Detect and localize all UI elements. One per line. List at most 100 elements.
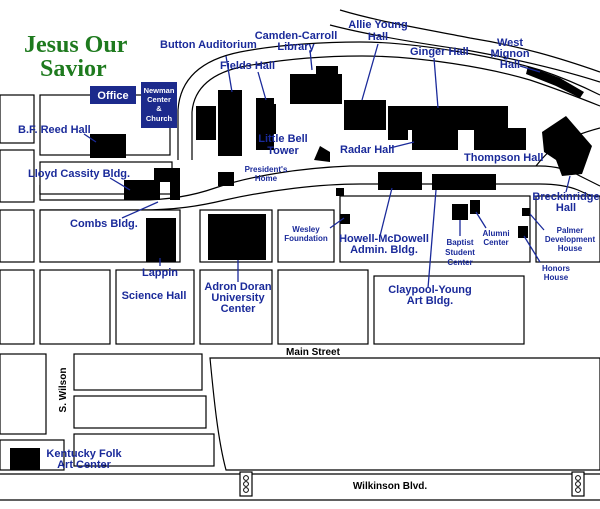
block-palmer xyxy=(535,195,600,263)
block-south-3 xyxy=(73,433,215,467)
lappin-building xyxy=(146,232,176,262)
honors-building xyxy=(518,226,528,238)
office-label: Office xyxy=(97,90,128,102)
adron-doran-building xyxy=(208,214,266,260)
baptist-building xyxy=(452,204,468,220)
label-adron-doran-1[interactable]: Adron Doran xyxy=(204,281,272,293)
label-radar-hall[interactable]: Radar Hall xyxy=(340,144,394,156)
label-claypool-young-2[interactable]: Art Bldg. xyxy=(407,295,453,307)
label-fields-hall[interactable]: Fields Hall xyxy=(220,60,275,72)
label-baptist-1[interactable]: Baptist xyxy=(446,238,473,247)
north-outer-road xyxy=(177,41,600,160)
camden-carroll-wing xyxy=(316,66,338,80)
block-reed-west xyxy=(0,94,35,144)
label-palmer-3[interactable]: House xyxy=(558,244,583,253)
label-button-auditorium[interactable]: Button Auditorium xyxy=(160,39,257,51)
block-south-big xyxy=(209,357,600,471)
block-south-2 xyxy=(73,395,207,429)
howell-mcdowell-building xyxy=(378,172,422,190)
ginger-hall-wing xyxy=(388,128,408,140)
label-honors-1[interactable]: Honors xyxy=(542,264,571,273)
fields-hall-wing xyxy=(264,104,276,134)
lloyd-cassity-building xyxy=(124,180,154,200)
block-mid xyxy=(277,269,369,345)
block-west xyxy=(39,269,111,345)
label-presidents-home-2[interactable]: Home xyxy=(255,174,278,183)
block-southwest xyxy=(0,353,47,435)
label-adron-doran-3[interactable]: Center xyxy=(221,303,257,315)
traffic-light-east xyxy=(571,471,585,497)
allie-young-building xyxy=(344,100,386,130)
office-marker[interactable]: Office xyxy=(90,86,136,104)
label-lloyd-cassity[interactable]: Lloyd Cassity Bldg. xyxy=(28,168,130,180)
map-title-line2: Savior xyxy=(40,56,107,82)
label-main-street: Main Street xyxy=(286,347,341,358)
label-alumni-1[interactable]: Alumni xyxy=(482,229,509,238)
wesley-building xyxy=(340,214,350,224)
kentucky-folk-building xyxy=(10,448,40,470)
claypool-young-building xyxy=(432,174,496,190)
label-west-mignon-3[interactable]: Hall xyxy=(500,59,520,71)
radar-hall-building xyxy=(412,130,458,150)
block-lloyd-west xyxy=(0,149,35,203)
label-claypool-young-1[interactable]: Claypool-Young xyxy=(388,284,472,296)
label-lappin-1[interactable]: Lappin xyxy=(142,267,178,279)
label-breckinridge-2[interactable]: Hall xyxy=(556,202,576,214)
block-wesley xyxy=(277,209,335,263)
newman-box xyxy=(141,82,177,128)
block-lappin xyxy=(115,269,195,345)
label-alumni-2[interactable]: Center xyxy=(483,238,508,247)
label-allie-young-2[interactable]: Hall xyxy=(368,31,388,43)
block-south-1 xyxy=(73,353,203,391)
label-combs[interactable]: Combs Bldg. xyxy=(70,218,138,230)
palmer-building xyxy=(522,208,530,216)
label-west-mignon-2[interactable]: Mignon xyxy=(490,48,529,60)
newman-center-marker[interactable]: Newman Center & Church xyxy=(141,82,177,128)
label-adron-doran-2[interactable]: University xyxy=(211,292,265,304)
label-palmer-1[interactable]: Palmer xyxy=(557,226,584,235)
label-camden-carroll-1[interactable]: Camden-Carroll xyxy=(255,30,338,42)
map-title-line1: Jesus Our xyxy=(24,32,128,58)
label-howell-mcdowell-1[interactable]: Howell-McDowell xyxy=(339,233,429,245)
northwest-road-inner xyxy=(329,24,600,83)
label-wilson: S. Wilson xyxy=(58,368,69,413)
label-west-mignon-1[interactable]: West xyxy=(497,37,523,49)
label-breckinridge-1[interactable]: Breckinridge xyxy=(532,191,599,203)
label-allie-young-1[interactable]: Allie Young xyxy=(348,19,408,31)
label-little-bell-2[interactable]: Tower xyxy=(267,145,299,157)
label-lappin-2[interactable]: Science Hall xyxy=(122,290,187,302)
label-kentucky-folk-1[interactable]: Kentucky Folk xyxy=(46,448,122,460)
label-kentucky-folk-2[interactable]: Art Center xyxy=(57,459,112,471)
label-baptist-3[interactable]: Center xyxy=(447,258,472,267)
campus-loop-road-inner xyxy=(40,183,600,211)
west-mignon-building xyxy=(526,66,584,98)
label-ginger-hall[interactable]: Ginger Hall xyxy=(410,46,469,58)
label-howell-mcdowell-2[interactable]: Admin. Bldg. xyxy=(350,244,418,256)
label-thompson-hall[interactable]: Thompson Hall xyxy=(464,152,543,164)
northwest-road xyxy=(339,9,600,73)
newman-line2: Center xyxy=(147,95,171,104)
block-far-west xyxy=(0,269,35,345)
newman-line4: Church xyxy=(146,114,173,123)
street-labels: Main Street S. Wilson Wilkinson Blvd. xyxy=(58,347,427,492)
label-wesley-1[interactable]: Wesley xyxy=(292,225,320,234)
label-presidents-home-1[interactable]: President's xyxy=(245,165,288,174)
breckinridge-building xyxy=(542,116,592,176)
leader-lines xyxy=(83,43,571,289)
block-doran xyxy=(199,269,273,345)
newman-line3: & xyxy=(156,104,162,113)
label-baptist-2[interactable]: Student xyxy=(445,248,475,257)
north-inner-road xyxy=(191,55,600,160)
label-wesley-2[interactable]: Foundation xyxy=(284,234,328,243)
label-honors-2[interactable]: House xyxy=(544,273,569,282)
bf-reed-building xyxy=(90,134,126,158)
building-labels: Button Auditorium Camden-Carroll Library… xyxy=(18,19,600,471)
newman-line1: Newman xyxy=(144,86,175,95)
label-little-bell-1[interactable]: Little Bell xyxy=(258,133,308,145)
label-bf-reed[interactable]: B.F. Reed Hall xyxy=(18,124,91,136)
lloyd-cassity-wing xyxy=(154,168,180,200)
label-camden-carroll-2[interactable]: Library xyxy=(277,41,315,53)
traffic-light-west xyxy=(239,471,253,497)
label-wilkinson: Wilkinson Blvd. xyxy=(353,481,428,492)
label-palmer-2[interactable]: Development xyxy=(545,235,596,244)
